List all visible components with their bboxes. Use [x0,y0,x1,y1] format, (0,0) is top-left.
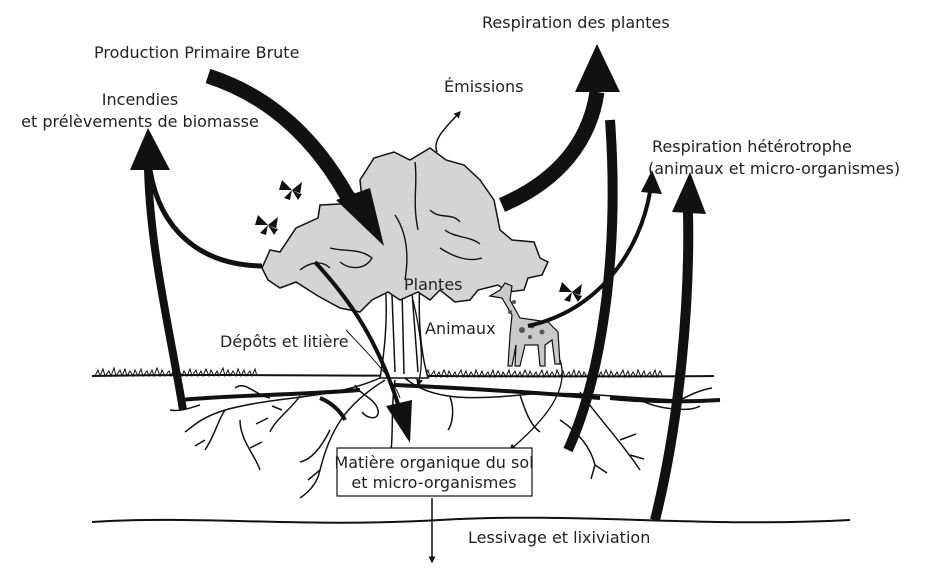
animals-label: Animaux [425,319,496,338]
hetero-respiration-label-line1: Respiration hétérotrophe [652,137,852,156]
giraffe [490,283,560,366]
plants-label: Plantes [404,275,463,294]
leaching-label: Lessivage et lixiviation [468,528,650,547]
soil-box-line2: et micro-organismes [351,473,516,492]
subsoil-boundary [92,518,850,523]
deposits-label: Dépôts et litière [220,332,349,351]
butterfly-icon [559,282,582,302]
plant-respiration-arrow [502,44,620,205]
emissions-label: Émissions [444,77,524,96]
butterfly-icon [255,215,278,235]
soil-organic-matter-box: Matière organique du sol et micro-organi… [334,448,533,496]
plant-respiration-label: Respiration des plantes [482,13,670,32]
gpp-label: Production Primaire Brute [94,43,299,62]
fires-arrow [130,128,262,410]
emissions-arrow [436,112,460,152]
fires-label-line1: Incendies [102,90,178,109]
soil-box-line1: Matière organique du sol [334,453,533,472]
butterfly-icon [279,180,302,200]
gpp-arrow [208,76,384,246]
hetero-respiration-label-line2: (animaux et micro-organismes) [648,159,900,178]
fires-label-line2: et prélèvements de biomasse [21,112,259,131]
